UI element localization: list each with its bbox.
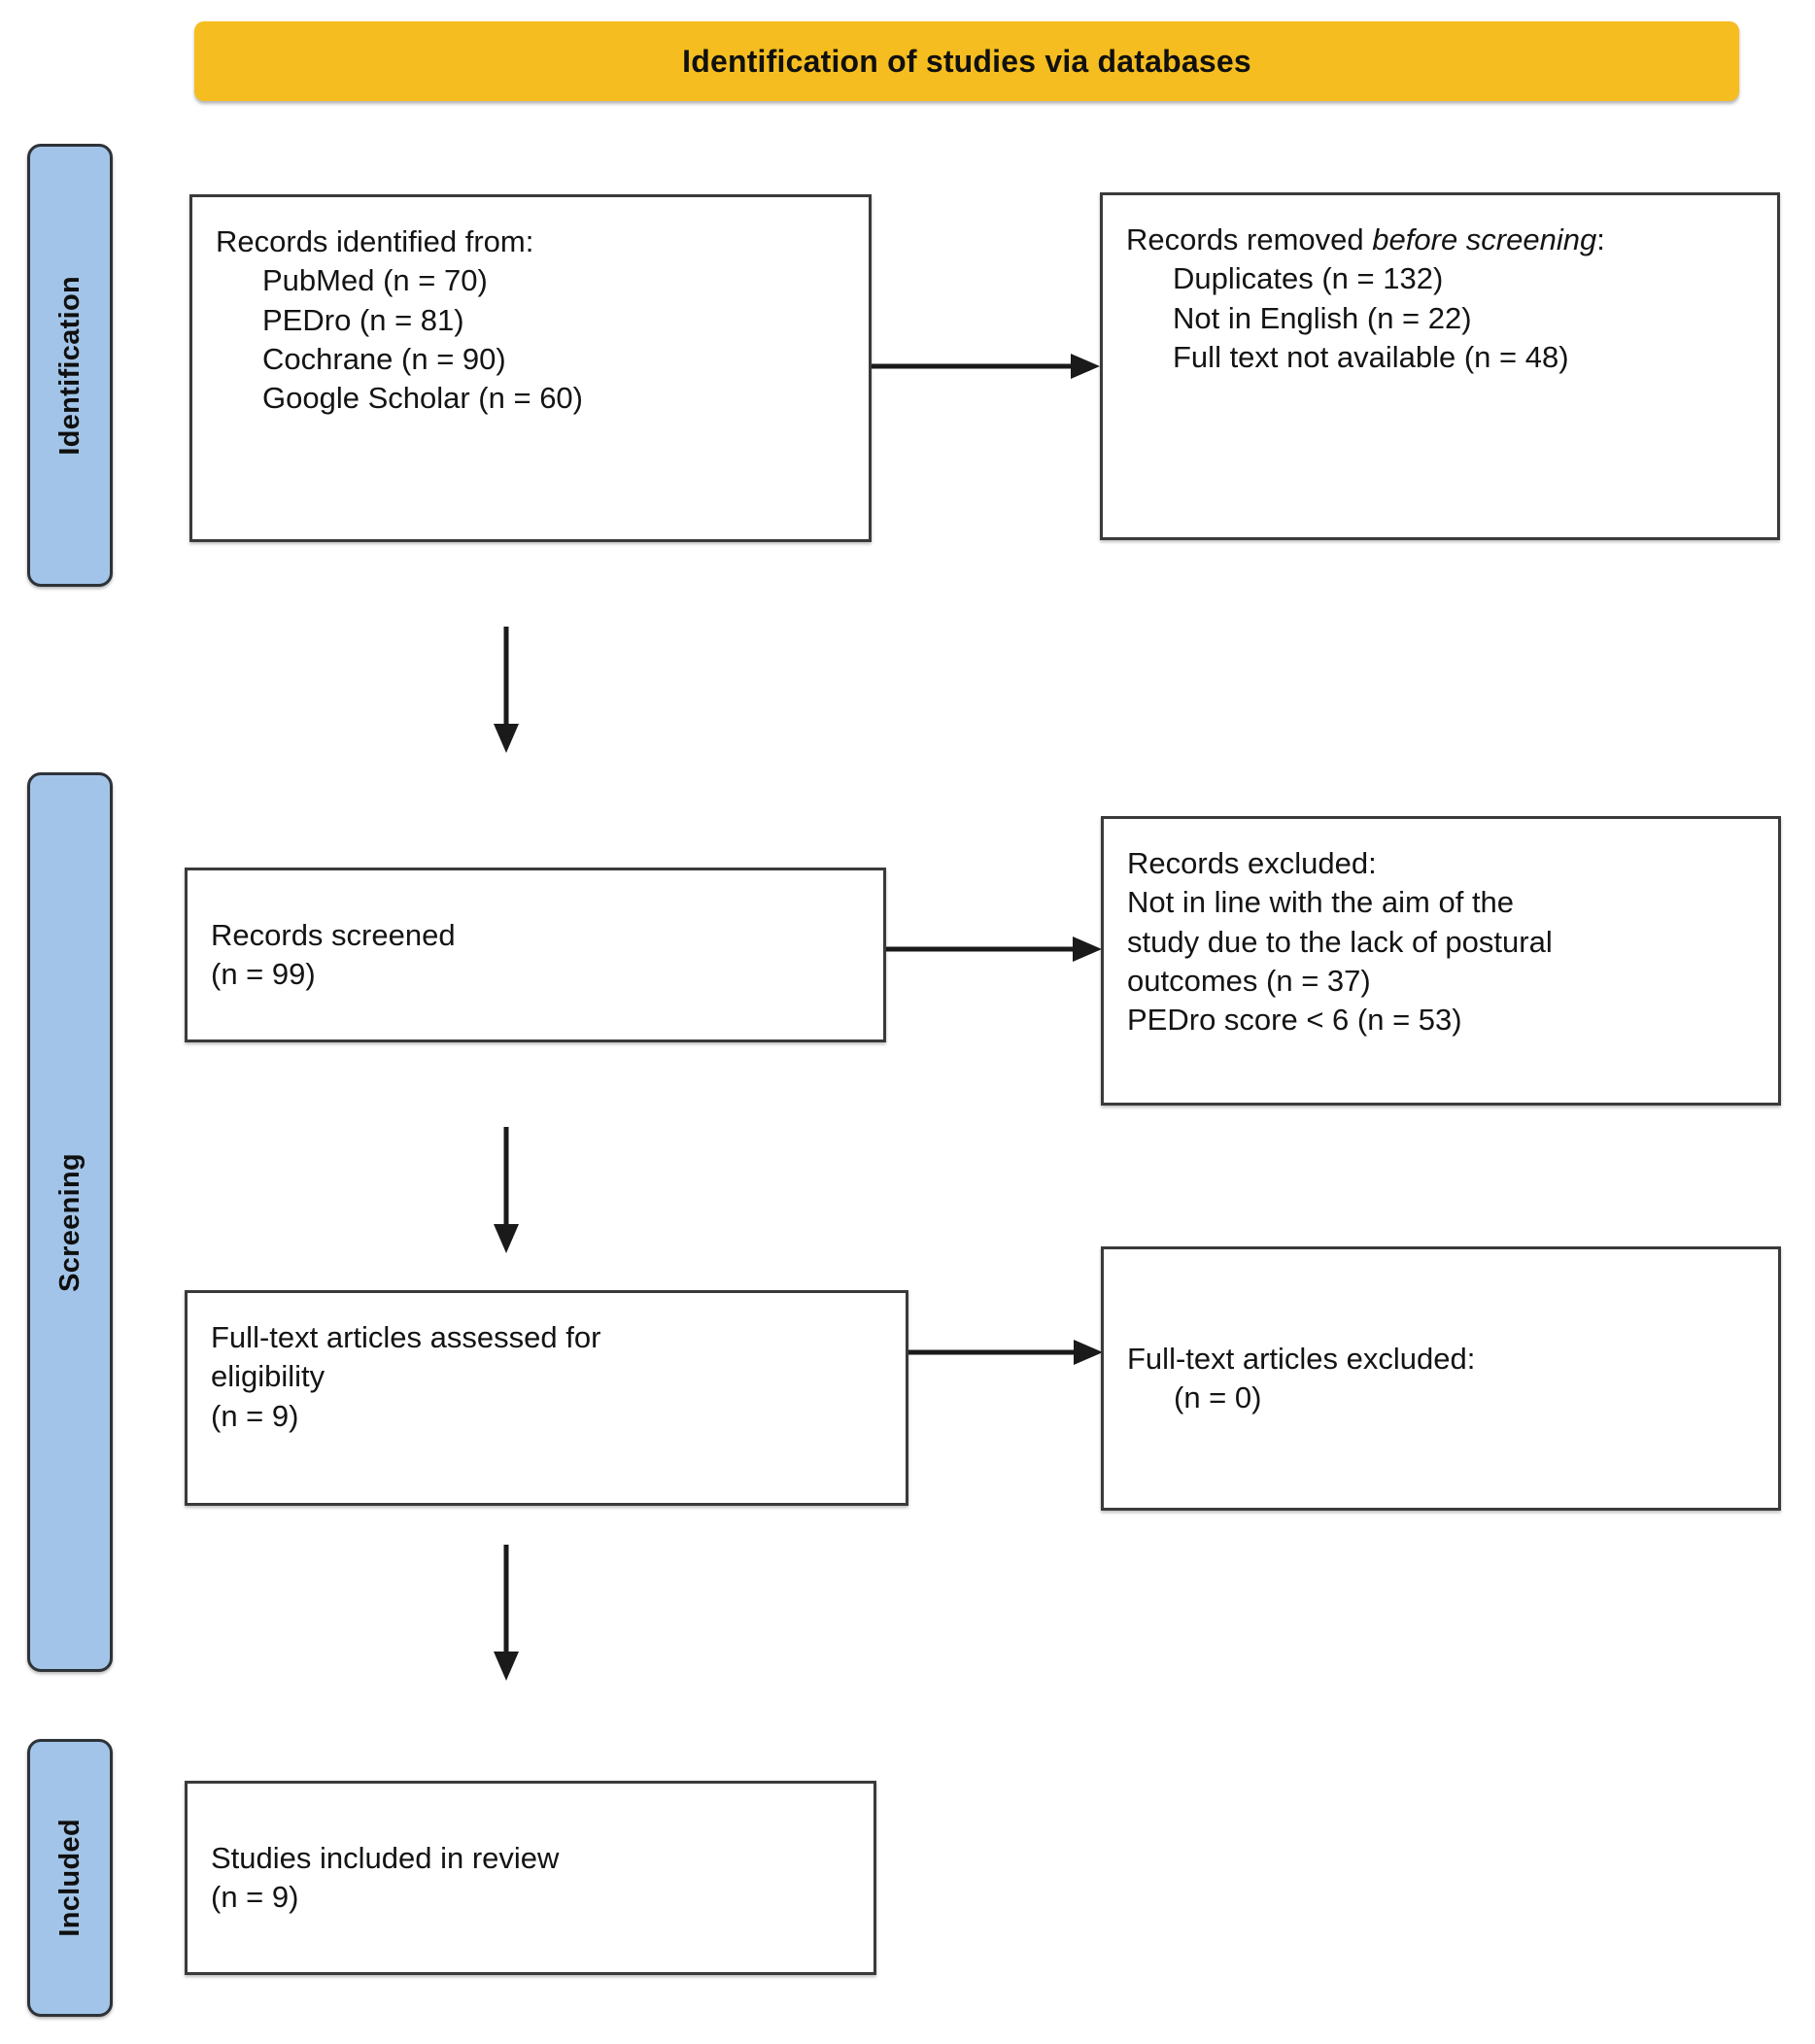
studies-included-count: (n = 9) <box>211 1880 299 1914</box>
banner-title: Identification of studies via databases <box>682 43 1251 79</box>
records-removed-item: Duplicates (n = 132) <box>1173 261 1444 296</box>
records-excluded-line: Not in line with the aim of the <box>1127 885 1515 920</box>
stage-pill-identification: Identification <box>27 144 113 587</box>
stage-pill-screening: Screening <box>27 772 113 1672</box>
fulltext-assessed-line: eligibility <box>211 1359 325 1394</box>
studies-included-line: Studies included in review <box>211 1840 560 1875</box>
box-fulltext-excluded: Full-text articles excluded: (n = 0) <box>1101 1246 1781 1511</box>
box-records-identified: Records identified from: PubMed (n = 70)… <box>189 194 872 542</box>
fulltext-assessed-count: (n = 9) <box>211 1398 299 1433</box>
records-identified-item: Google Scholar (n = 60) <box>262 381 583 416</box>
arrow-identified-to-removed <box>872 350 1100 383</box>
arrow-identified-to-screened <box>486 627 527 753</box>
records-removed-item: Not in English (n = 22) <box>1173 300 1472 335</box>
fulltext-assessed-line: Full-text articles assessed for <box>211 1320 601 1354</box>
box-studies-included: Studies included in review (n = 9) <box>185 1781 876 1975</box>
records-excluded-line: study due to the lack of postural <box>1127 924 1553 959</box>
records-identified-header: Records identified from: <box>216 224 534 258</box>
fulltext-excluded-count: (n = 0) <box>1174 1380 1262 1414</box>
records-identified-item: Cochrane (n = 90) <box>262 341 506 376</box>
box-records-excluded: Records excluded: Not in line with the a… <box>1101 816 1781 1106</box>
stage-label-included: Included <box>53 1819 86 1937</box>
stage-pill-included: Included <box>27 1739 113 2017</box>
box-records-removed: Records removed before screening: Duplic… <box>1100 192 1780 540</box>
stage-label-identification: Identification <box>53 275 86 456</box>
arrow-fulltext-to-excluded <box>908 1336 1103 1369</box>
records-screened-count: (n = 99) <box>211 957 316 991</box>
arrow-screened-to-fulltext <box>486 1127 527 1253</box>
records-removed-header-tail: : <box>1596 222 1605 256</box>
arrow-screened-to-excluded <box>886 933 1102 966</box>
records-removed-header-plain: Records removed <box>1126 222 1373 256</box>
records-excluded-line: outcomes (n = 37) <box>1127 963 1371 998</box>
fulltext-excluded-line: Full-text articles excluded: <box>1127 1341 1476 1376</box>
records-identified-item: PubMed (n = 70) <box>262 263 488 298</box>
header-banner: Identification of studies via databases <box>194 21 1739 101</box>
records-removed-header-emphasis: before screening <box>1372 222 1597 256</box>
records-removed-header: Records removed before screening: <box>1126 221 1754 259</box>
records-identified-item: PEDro (n = 81) <box>262 302 464 337</box>
records-removed-item: Full text not available (n = 48) <box>1173 339 1569 374</box>
stage-label-screening: Screening <box>53 1152 86 1292</box>
records-screened-line: Records screened <box>211 917 456 952</box>
box-fulltext-assessed: Full-text articles assessed for eligibil… <box>185 1290 908 1506</box>
records-excluded-line: Records excluded: <box>1127 846 1377 880</box>
arrow-fulltext-to-included <box>486 1545 527 1681</box>
records-excluded-line: PEDro score < 6 (n = 53) <box>1127 1003 1462 1038</box>
box-records-screened: Records screened (n = 99) <box>185 868 886 1042</box>
